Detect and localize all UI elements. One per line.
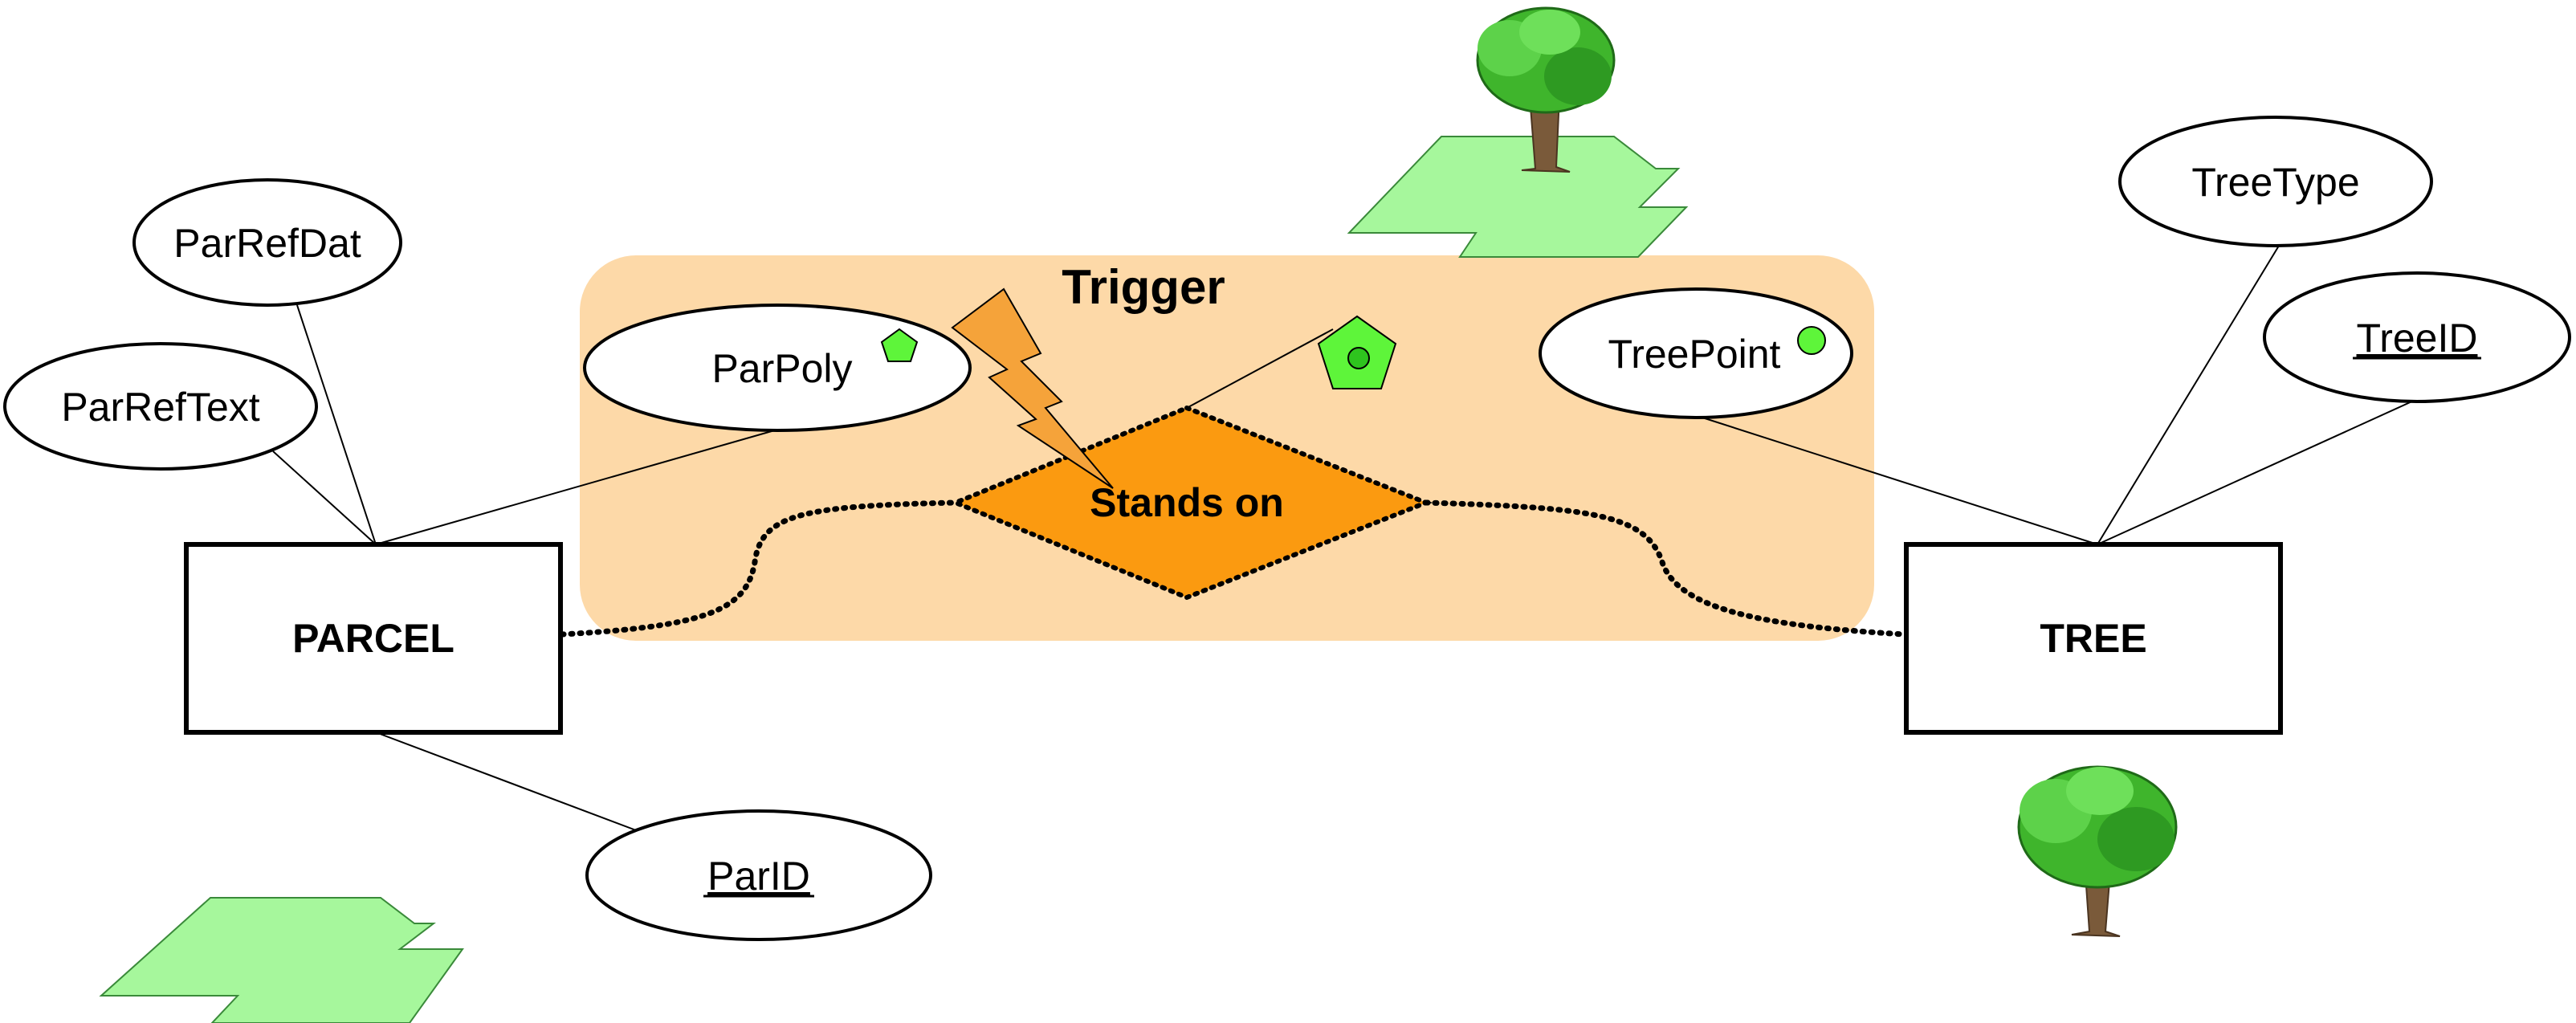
connector-line — [375, 429, 778, 545]
lightning-icon — [951, 287, 1114, 489]
relationship-label: Stands on — [1090, 480, 1284, 525]
attribute-tree-point-label: TreePoint — [1608, 332, 1781, 377]
entity-tree[interactable] — [1904, 542, 2283, 735]
attribute-par-id[interactable] — [585, 809, 932, 941]
connector-line — [375, 732, 650, 836]
connector-line — [272, 450, 377, 545]
connector-line — [1186, 328, 1334, 409]
tree-icon — [1476, 6, 1616, 173]
relationship-link — [1423, 499, 1908, 638]
attribute-tree-type-label: TreeType — [2191, 160, 2359, 205]
connector-line — [1702, 417, 2098, 545]
parcel-shape-icon — [1347, 136, 1689, 258]
attribute-tree-id[interactable] — [2263, 271, 2571, 403]
entity-parcel[interactable] — [184, 542, 563, 735]
attribute-par-id-label: ParID — [707, 854, 810, 899]
connector-line — [296, 304, 377, 545]
entity-parcel-label: PARCEL — [292, 616, 454, 661]
relationship-link — [559, 499, 959, 638]
attribute-tree-id-label: TreeID — [2357, 316, 2478, 361]
attribute-tree-point[interactable] — [1539, 287, 1853, 419]
attribute-par-ref-dat[interactable] — [132, 178, 402, 307]
attribute-par-poly[interactable] — [583, 304, 972, 432]
polygon-icon — [880, 328, 919, 362]
trigger-label: Trigger — [1062, 260, 1225, 314]
attribute-tree-type[interactable] — [2118, 116, 2433, 247]
attribute-par-ref-text[interactable] — [3, 342, 318, 471]
connector-line — [2097, 399, 2416, 545]
connector-line — [2097, 245, 2280, 545]
attribute-par-ref-dat-label: ParRefDat — [173, 221, 361, 266]
parcel-shape-icon — [99, 897, 464, 1023]
polygon-with-point-icon — [1317, 315, 1397, 389]
point-icon — [1797, 326, 1826, 355]
tree-icon — [2017, 765, 2178, 937]
entity-tree-label: TREE — [2040, 616, 2146, 661]
attribute-par-poly-label: ParPoly — [711, 346, 852, 391]
attribute-par-ref-text-label: ParRefText — [61, 385, 259, 430]
